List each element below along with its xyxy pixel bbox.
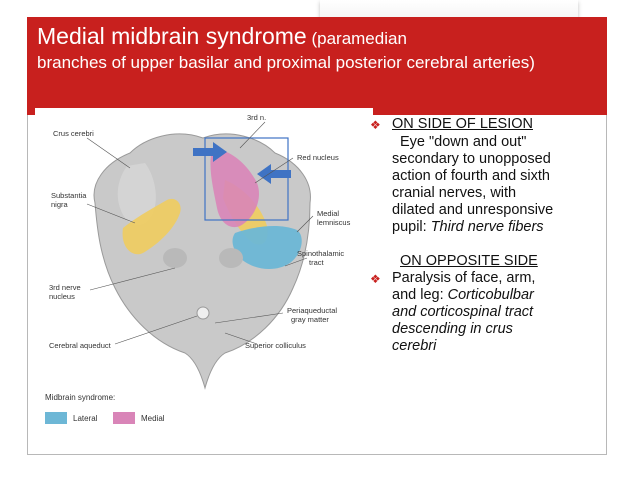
label-substantia-nigra-2: nigra bbox=[51, 200, 69, 209]
ipsilateral-body: Eye "down and out" secondary to unoppose… bbox=[370, 134, 602, 236]
contralateral-italic-first: Corticobulbar bbox=[447, 287, 534, 303]
label-substantia-nigra-1: Substantia bbox=[51, 191, 87, 200]
contralateral-line-1: and leg: Corticobulbar bbox=[392, 287, 535, 304]
slide-title: Medial midbrain syndrome bbox=[37, 23, 307, 49]
arrow-right-icon bbox=[193, 142, 227, 162]
contralateral-italic-text-2: cerebri bbox=[392, 338, 437, 354]
label-third-nerve-nucleus-2: nucleus bbox=[49, 292, 75, 301]
contralateral-italic-line-1: descending in crus bbox=[392, 321, 535, 338]
bullet-icon: ❖ bbox=[370, 118, 381, 132]
ipsilateral-line-2: action of fourth and sixth bbox=[392, 168, 550, 184]
contralateral-italic-text-0: and corticospinal tract bbox=[392, 304, 534, 320]
contralateral-line-1-plain: and leg: bbox=[392, 287, 448, 303]
label-third-n: 3rd n. bbox=[247, 113, 266, 122]
medial-zone bbox=[210, 148, 260, 228]
label-spinothalamic-1: Spinothalamic bbox=[297, 249, 344, 258]
contralateral-italic-text-1: descending in crus bbox=[392, 321, 513, 337]
label-periaqueductal-2: gray matter bbox=[291, 315, 329, 324]
label-third-nerve-nucleus-1: 3rd nerve bbox=[49, 283, 81, 292]
contralateral-italic-line-0: and corticospinal tract bbox=[392, 304, 535, 321]
label-medial-lemniscus-1: Medial bbox=[317, 209, 339, 218]
contralateral-heading: ON OPPOSITE SIDE bbox=[400, 253, 538, 269]
substantia-nigra-highlight bbox=[122, 198, 181, 255]
legend-title: Midbrain syndrome: bbox=[45, 393, 115, 402]
label-medial-lemniscus-2: lemniscus bbox=[317, 218, 351, 227]
lateral-zone bbox=[232, 226, 302, 270]
legend-medial-swatch bbox=[113, 412, 135, 424]
slide-title-subtitle: branches of upper basilar and proximal p… bbox=[37, 53, 535, 72]
midbrain-cross-section: 3rd n. Crus cerebri Substantia nigra Red… bbox=[45, 113, 351, 424]
lesion-box bbox=[204, 137, 289, 221]
contralateral-italic-line-2: cerebri bbox=[392, 338, 535, 355]
arrow-left-icon bbox=[257, 164, 291, 184]
contralateral-heading-row: ON OPPOSITE SIDE bbox=[370, 253, 602, 270]
red-nucleus-left bbox=[163, 248, 187, 268]
ipsilateral-line-4: dilated and unresponsive bbox=[392, 202, 554, 218]
cerebral-aqueduct-mark bbox=[196, 306, 210, 320]
bullet-ipsilateral: ❖ ON SIDE OF LESION bbox=[370, 116, 602, 134]
legend-medial-label: Medial bbox=[141, 414, 165, 423]
midbrain-diagram: 3rd n. Crus cerebri Substantia nigra Red… bbox=[35, 108, 373, 440]
slide-title-band: Medial midbrain syndrome (paramedian bra… bbox=[27, 17, 607, 115]
ipsilateral-heading: ON SIDE OF LESION bbox=[392, 116, 533, 132]
bullet-icon: ❖ bbox=[370, 272, 381, 286]
label-crus-cerebri: Crus cerebri bbox=[53, 129, 94, 138]
contralateral-body: Paralysis of face, arm, and leg: Cortico… bbox=[392, 270, 535, 355]
ipsilateral-last-plain: pupil: bbox=[392, 219, 431, 235]
ipsilateral-line-1: secondary to unopposed bbox=[392, 151, 551, 167]
ipsilateral-line-5: pupil: Third nerve fibers bbox=[392, 219, 602, 236]
slide-title-paren: (paramedian bbox=[306, 29, 407, 48]
label-spinothalamic-2: tract bbox=[309, 258, 325, 267]
label-superior-colliculus: Superior colliculus bbox=[245, 341, 306, 350]
label-periaqueductal-1: Periaqueductal bbox=[287, 306, 337, 315]
legend-lateral-swatch bbox=[45, 412, 67, 424]
ipsilateral-line-3: cranial nerves, with bbox=[392, 185, 517, 201]
ipsilateral-line-0: Eye "down and out" bbox=[400, 134, 527, 150]
bullet-list: ❖ ON SIDE OF LESION Eye "down and out" s… bbox=[370, 116, 602, 355]
label-cerebral-aqueduct: Cerebral aqueduct bbox=[49, 341, 112, 350]
red-nucleus-right bbox=[219, 248, 243, 268]
ipsilateral-last-italic: Third nerve fibers bbox=[430, 219, 544, 235]
legend-lateral-label: Lateral bbox=[73, 414, 98, 423]
bullet-contralateral: ❖ Paralysis of face, arm, and leg: Corti… bbox=[370, 270, 602, 355]
contralateral-line-0: Paralysis of face, arm, bbox=[392, 270, 536, 286]
crus-cerebri-left bbox=[117, 163, 156, 226]
label-red-nucleus: Red nucleus bbox=[297, 153, 339, 162]
